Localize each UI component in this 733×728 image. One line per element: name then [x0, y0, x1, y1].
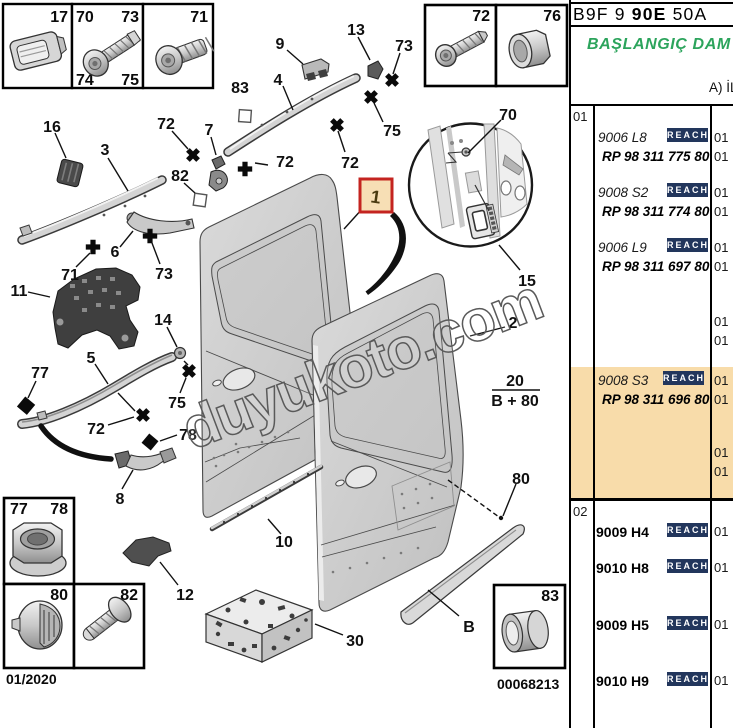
svg-text:77: 77	[10, 501, 28, 518]
svg-text:72: 72	[276, 154, 294, 171]
svg-text:20: 20	[506, 373, 524, 390]
svg-text:72: 72	[157, 116, 175, 133]
svg-text:77: 77	[31, 365, 49, 382]
svg-text:74: 74	[76, 72, 94, 89]
svg-text:3: 3	[101, 142, 110, 159]
svg-text:1: 1	[370, 186, 383, 207]
svg-text:4: 4	[274, 72, 283, 89]
svg-text:8: 8	[116, 491, 125, 508]
svg-text:2: 2	[509, 315, 518, 332]
svg-text:12: 12	[176, 587, 194, 604]
svg-text:B: B	[463, 619, 475, 636]
svg-text:71: 71	[61, 267, 79, 284]
svg-text:15: 15	[518, 273, 536, 290]
svg-text:75: 75	[168, 395, 186, 412]
svg-text:71: 71	[190, 9, 208, 26]
svg-text:5: 5	[87, 350, 96, 367]
svg-text:75: 75	[121, 72, 139, 89]
svg-text:83: 83	[541, 588, 559, 605]
svg-text:72: 72	[87, 421, 105, 438]
svg-text:11: 11	[11, 283, 28, 300]
svg-text:72: 72	[472, 8, 490, 25]
svg-text:78: 78	[179, 427, 197, 444]
svg-text:30: 30	[346, 633, 364, 650]
svg-text:73: 73	[121, 9, 139, 26]
svg-text:16: 16	[43, 119, 61, 136]
svg-text:70: 70	[76, 9, 94, 26]
svg-text:80: 80	[512, 471, 530, 488]
svg-text:01/2020: 01/2020	[6, 671, 57, 687]
svg-text:17: 17	[50, 9, 68, 26]
svg-text:B + 80: B + 80	[491, 393, 539, 410]
svg-text:14: 14	[154, 312, 172, 329]
svg-text:76: 76	[543, 8, 561, 25]
svg-text:10: 10	[275, 534, 293, 551]
svg-text:73: 73	[155, 266, 173, 283]
svg-text:82: 82	[171, 168, 189, 185]
svg-text:9: 9	[276, 36, 285, 53]
svg-text:73: 73	[395, 38, 413, 55]
svg-text:7: 7	[205, 122, 214, 139]
svg-text:83: 83	[231, 80, 249, 97]
svg-text:72: 72	[341, 155, 359, 172]
svg-text:6: 6	[111, 244, 120, 261]
svg-text:13: 13	[347, 22, 365, 39]
svg-text:78: 78	[50, 501, 68, 518]
svg-text:00068213: 00068213	[497, 676, 560, 692]
svg-text:70: 70	[499, 107, 517, 124]
svg-text:75: 75	[383, 123, 401, 140]
svg-text:82: 82	[120, 587, 138, 604]
svg-text:80: 80	[50, 587, 68, 604]
